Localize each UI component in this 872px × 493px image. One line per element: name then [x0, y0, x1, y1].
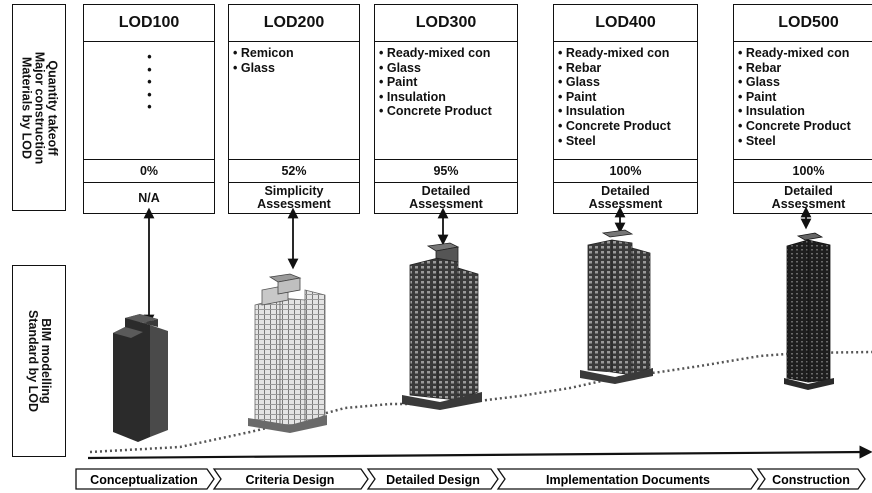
lod-material-item: • Remicon [233, 46, 294, 60]
lod-material-item: • Concrete Product [738, 118, 851, 133]
phase-label: Criteria Design [246, 473, 335, 487]
lod300-column: LOD300 • Ready-mixed con • Glass • Paint… [374, 4, 518, 214]
lod-material-item: • [147, 75, 152, 90]
phase-label: Implementation Documents [546, 473, 710, 487]
lod100-building-model [113, 314, 168, 442]
lod-material-item: • Insulation [738, 104, 805, 119]
lod-assessment: Detailed Assessment [375, 183, 517, 213]
lod300-building-model [402, 242, 482, 410]
lod-title: LOD100 [84, 5, 214, 42]
lod-material-item: • [147, 50, 152, 64]
lod-assessment-line: Simplicity [264, 184, 324, 198]
lod-material-item: • Steel [738, 133, 776, 148]
lod-title: LOD300 [375, 5, 517, 42]
lod400-column: LOD400 • Ready-mixed con • Rebar • Glass… [553, 4, 698, 214]
lod-material-item: • Steel [558, 133, 596, 148]
lod-material-item: • Concrete Product [379, 104, 492, 119]
lod-percent: 52% [229, 160, 359, 183]
phase-label: Construction [772, 473, 850, 487]
progress-dotted-line [89, 350, 872, 454]
lod-material-item: • Glass [379, 60, 421, 75]
lod-assessment-line: Detailed [601, 184, 650, 198]
lod-material-list: • Ready-mixed con • Rebar • Glass • Pain… [554, 42, 697, 160]
lod-title: LOD500 [734, 5, 872, 42]
lod200-building-model [248, 273, 327, 433]
lod-assessment: N/A [84, 183, 214, 213]
lod-assessment-line: Detailed [421, 184, 471, 198]
lod500-building-model [784, 232, 834, 390]
quantity-takeoff-label-box: Quantity takeoff Major construction Mate… [12, 4, 66, 211]
lod-material-list: • Ready-mixed con • Glass • Paint • Insu… [375, 42, 517, 160]
phase-criteria-design: Criteria Design [212, 468, 369, 490]
lod-material-item: • Glass [558, 75, 600, 90]
phase-label: Conceptualization [90, 473, 198, 487]
bim-standard-label-box: BIM modelling Standard by LOD [12, 265, 66, 457]
lod-material-list: • Ready-mixed con • Rebar • Glass • Pain… [734, 42, 872, 160]
phase-label: Detailed Design [386, 473, 480, 487]
timeline-axis-arrow [87, 445, 872, 460]
lod-material-item: • Ready-mixed con [738, 46, 850, 60]
lod-material-item: • Insulation [379, 89, 446, 104]
lod-material-item: • Ready-mixed con [558, 46, 670, 60]
lod-title: LOD400 [554, 5, 697, 42]
lod-material-item: • Glass [738, 75, 780, 90]
lod-material-item: • Rebar [558, 60, 602, 75]
lod-material-item: • Paint [738, 89, 777, 104]
lod-material-item: • Glass [233, 60, 275, 75]
lod-material-item: • Ready-mixed con [379, 46, 491, 60]
lod-assessment: Simplicity Assessment [229, 183, 359, 213]
lod-material-item: • [147, 87, 152, 102]
lod-percent: 100% [554, 160, 697, 183]
lod-assessment-line: Assessment [588, 197, 663, 211]
lod-material-item: • Paint [558, 89, 597, 104]
lod400-building-model [580, 229, 653, 384]
lod-title: LOD200 [229, 5, 359, 42]
lod-material-item: • [147, 100, 152, 115]
lod-assessment: Detailed Assessment [554, 183, 697, 213]
lod-assessment: Detailed Assessment [734, 183, 872, 213]
lod-percent: 0% [84, 160, 214, 183]
lod-assessment-line: Assessment [771, 197, 846, 211]
lod-assessment-line: Assessment [409, 197, 483, 211]
lod-assessment-line: N/A [138, 190, 160, 205]
lod-material-item: • Rebar [738, 60, 782, 75]
phase-construction: Construction [756, 468, 866, 490]
lod-material-item: • Concrete Product [558, 118, 671, 133]
phase-detailed-design: Detailed Design [366, 468, 499, 490]
lod-material-list: • Remicon • Glass [229, 42, 359, 160]
lod-material-item: • [147, 62, 152, 77]
lod-material-list: • • • • • [84, 42, 214, 160]
lod-assessment-line: Detailed [784, 184, 833, 198]
lod-assessment-line: Assessment [257, 197, 331, 211]
lod-material-item: • Insulation [558, 104, 625, 119]
lod-percent: 95% [375, 160, 517, 183]
phase-implementation-documents: Implementation Documents [496, 468, 759, 490]
lod-percent: 100% [734, 160, 872, 183]
phase-timeline: Conceptualization Criteria Design Detail… [75, 468, 866, 490]
lod-material-item: • Paint [379, 75, 418, 90]
phase-conceptualization: Conceptualization [75, 468, 215, 490]
